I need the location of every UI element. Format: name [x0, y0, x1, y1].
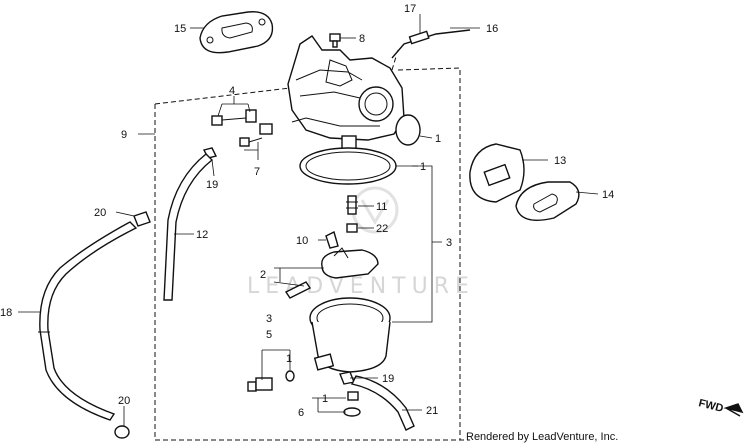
callout-20-upper[interactable]: 20	[94, 207, 106, 219]
callout-19-upper[interactable]: 19	[206, 179, 218, 191]
callout-7[interactable]: 7	[254, 166, 260, 178]
screw-8[interactable]	[329, 33, 341, 48]
insulator-13[interactable]	[469, 143, 525, 203]
fwd-label: FWD	[697, 397, 724, 415]
callout-19-lower[interactable]: 19	[382, 373, 394, 385]
fuel-hose-18[interactable]	[39, 221, 138, 421]
callout-4[interactable]: 4	[229, 85, 235, 97]
callout-18[interactable]: 18	[0, 307, 12, 319]
callout-12[interactable]: 12	[196, 229, 208, 241]
gasket-14[interactable]	[515, 181, 580, 221]
fuel-hose-12[interactable]	[163, 153, 214, 301]
callout-3-lower[interactable]: 3	[266, 313, 272, 325]
screw-4[interactable]	[211, 109, 257, 126]
credit-text: Rendered by LeadVenture, Inc.	[466, 431, 619, 443]
o-ring-1-upper[interactable]	[395, 114, 421, 146]
main-jet-11[interactable]	[346, 195, 358, 215]
callout-1-oring[interactable]: 1	[435, 133, 441, 145]
callout-5[interactable]: 5	[266, 329, 272, 341]
o-ring-1-lower[interactable]	[285, 370, 295, 382]
callout-11[interactable]: 11	[376, 201, 387, 213]
fwd-arrow: FWD	[697, 397, 744, 417]
callout-labels: 15 17 16 8 4 9 1 19 7 1 13 14 20 12 11 1…	[0, 3, 614, 419]
callout-3-upper[interactable]: 3	[446, 237, 452, 249]
choke-rod-16[interactable]	[391, 29, 471, 59]
gasket-15[interactable]	[199, 11, 274, 54]
callout-20-lower[interactable]: 20	[118, 395, 130, 407]
float-bowl-gasket-1[interactable]	[299, 147, 397, 185]
jet-22[interactable]	[346, 223, 358, 233]
callout-22[interactable]: 22	[376, 223, 388, 235]
callout-1-washer[interactable]: 1	[322, 393, 328, 405]
carburetor-body[interactable]	[287, 35, 405, 165]
callout-17[interactable]: 17	[404, 3, 416, 15]
hose-clip-20-lower[interactable]	[114, 425, 130, 439]
assembly-boundary-9	[154, 67, 470, 441]
callout-2[interactable]: 2	[260, 269, 266, 281]
screw-7[interactable]	[239, 123, 273, 147]
callout-16[interactable]: 16	[486, 23, 498, 35]
drain-screw-5[interactable]	[247, 377, 273, 392]
watermark-text: LEADVENTURE	[247, 274, 475, 299]
callout-13[interactable]: 13	[554, 155, 566, 167]
callout-8[interactable]: 8	[359, 33, 365, 45]
hose-clip-20-upper[interactable]	[133, 211, 151, 227]
bowl-bolt-6[interactable]	[343, 391, 361, 417]
leader-lines	[18, 14, 599, 426]
callout-1-gasket[interactable]: 1	[420, 161, 426, 173]
callout-9[interactable]: 9	[121, 129, 127, 141]
float-bowl[interactable]	[309, 297, 391, 373]
callout-6[interactable]: 6	[298, 407, 304, 419]
callout-15[interactable]: 15	[174, 23, 186, 35]
watermark: LEADVENTURE	[247, 186, 475, 299]
callout-10[interactable]: 10	[296, 235, 308, 247]
float-needle-10[interactable]	[325, 230, 339, 249]
drain-tube-21[interactable]	[350, 375, 415, 431]
callout-14[interactable]: 14	[602, 189, 614, 201]
callout-21[interactable]: 21	[426, 405, 438, 417]
callout-1-lower[interactable]: 1	[286, 353, 292, 365]
